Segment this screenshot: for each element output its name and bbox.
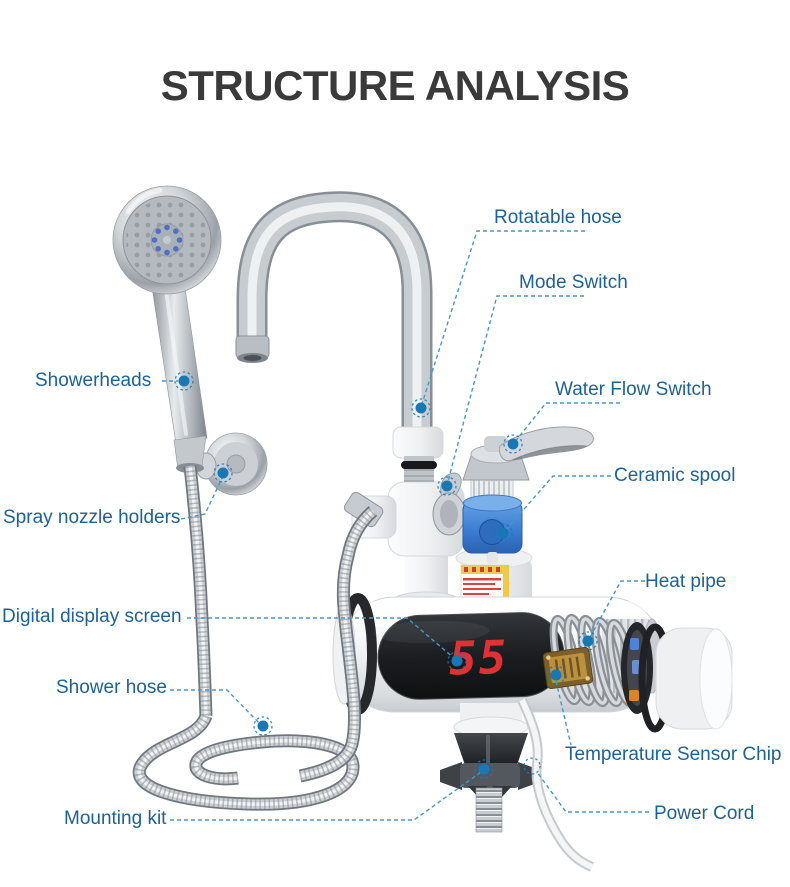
label-temperature-sensor-chip: Temperature Sensor Chip (565, 744, 782, 765)
label-spray-nozzle-holders: Spray nozzle holders (3, 507, 181, 528)
label-power-cord: Power Cord (654, 803, 755, 824)
water-flow-switch-handle (462, 426, 594, 481)
page-title: STRUCTURE ANALYSIS (160, 62, 630, 109)
marker-heat-pipe (582, 635, 594, 647)
marker-mounting-kit (478, 763, 490, 775)
power-cord (517, 697, 595, 872)
digital-display: 55 (373, 612, 565, 700)
marker-digital-display (451, 655, 463, 667)
mounting-kit (440, 703, 540, 833)
marker-spray-nozzle-holders (217, 467, 229, 479)
marker-water-flow-switch (507, 438, 519, 450)
valve-assembly (343, 426, 466, 609)
label-digital-display-screen: Digital display screen (2, 606, 182, 627)
label-showerheads: Showerheads (35, 370, 152, 391)
showerhead (112, 185, 222, 473)
showerhead-blue-jets (151, 224, 183, 256)
marker-power-cord (523, 757, 541, 775)
label-mode-switch: Mode Switch (519, 272, 628, 293)
spray-nozzle-holder (195, 432, 268, 496)
label-mounting-kit: Mounting kit (64, 808, 167, 829)
marker-mode-switch (441, 480, 453, 492)
label-heat-pipe: Heat pipe (645, 571, 727, 592)
leader-lines (162, 230, 649, 821)
marker-shower-hose (257, 720, 269, 732)
part-markers (174, 371, 598, 779)
label-water-flow-switch: Water Flow Switch (555, 379, 712, 400)
faucet-gooseneck (235, 207, 417, 436)
marker-showerheads (178, 375, 190, 387)
label-ceramic-spool: Ceramic spool (614, 465, 736, 486)
heater-end-cap (638, 623, 733, 733)
label-rotatable-hose: Rotatable hose (494, 207, 622, 228)
mode-switch-lever (432, 472, 466, 536)
label-shower-hose: Shower hose (56, 677, 167, 698)
ceramic-spool (462, 468, 523, 564)
marker-temperature-sensor-chip (550, 669, 562, 681)
mounting-threaded-rod (475, 787, 503, 833)
marker-ceramic-spool (497, 527, 509, 539)
heat-pipe-coil (542, 613, 733, 733)
marker-rotatable-hose (415, 402, 427, 414)
